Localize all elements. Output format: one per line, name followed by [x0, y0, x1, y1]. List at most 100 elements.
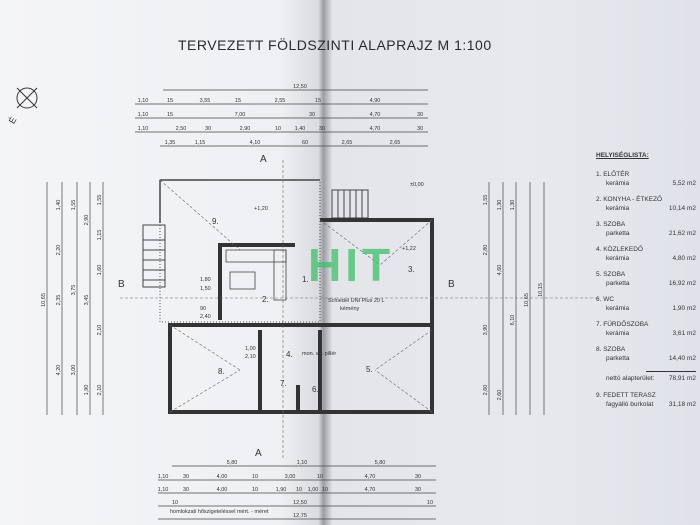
dimension-label: 4,00 [217, 487, 228, 493]
dimension-label: 2,90 [84, 215, 90, 226]
dimension-label: 1,30 [497, 200, 503, 211]
room-floor: kerámia [606, 330, 630, 337]
chimney-label: kémény [340, 306, 360, 312]
dimension-label: 10 [252, 487, 258, 493]
dimension-label: 3,90 [483, 325, 489, 336]
room-area: 21,62 m2 [668, 230, 696, 237]
dimension-label: 12,50 [293, 500, 307, 506]
dimension-label: 30 [417, 112, 423, 118]
dimension-label: 10 [252, 474, 258, 480]
dimension-label: 1,35 [165, 140, 176, 146]
watermark-logo: HIT [308, 239, 395, 291]
north-label: É [7, 115, 19, 125]
window-label-2: 2,40 [200, 314, 211, 320]
room-list-heading: HELYISÉGLISTA: [596, 152, 649, 159]
section-a-bottom: A [255, 448, 262, 459]
dimension-label: 30 [415, 474, 421, 480]
dimension-label: 30 [183, 487, 189, 493]
pillar-label: mon. vb. pillér [302, 351, 336, 357]
dimension-label: 2,50 [176, 126, 187, 132]
opening-label-2: 1,50 [200, 286, 211, 292]
window-label: 90 [200, 306, 206, 312]
room-area: 31,18 m2 [668, 401, 696, 408]
dimension-label: 30 [415, 487, 421, 493]
dimension-label: 4,70 [370, 112, 381, 118]
dimension-label: 15 [235, 98, 241, 104]
dimension-label: 4,70 [365, 487, 376, 493]
room-number-2: 2. [262, 295, 269, 304]
drawing-title: TERVEZETT FÖLDSZINTI ALAPRAJZ M 1:100 [178, 37, 492, 53]
dimension-label: 4,20 [56, 365, 62, 376]
roof-lines [120, 160, 600, 460]
dimension-label: 30 [309, 112, 315, 118]
room-name: 3. SZOBA [596, 221, 626, 228]
dimension-label: 2,65 [342, 140, 353, 146]
room-name: 8. SZOBA [596, 346, 626, 353]
dimension-label: 2,10 [97, 325, 103, 336]
dimension-label: 10,65 [524, 293, 530, 307]
total-area: 78,91 m2 [668, 375, 696, 382]
dimension-label: 1,10 [158, 487, 169, 493]
dimension-label: 30 [319, 126, 325, 132]
dimension-label: 4,90 [370, 98, 381, 104]
room-floor: parketta [606, 230, 630, 237]
room-floor: parketta [606, 280, 630, 287]
dimension-label: 1,90 [276, 487, 287, 493]
room-list-item: 4. KÖZLEKEDŐ kerámia 4,80 m2 [596, 246, 696, 262]
opening-label: 1,80 [200, 277, 211, 283]
dimension-label: 4,10 [250, 140, 261, 146]
room-name: 4. KÖZLEKEDŐ [596, 246, 643, 253]
dimension-label: 2,60 [483, 385, 489, 396]
kitchen-furniture [225, 249, 287, 301]
dimension-label: 1,40 [295, 126, 306, 132]
room-floor: fagyálló burkolat [606, 401, 654, 408]
dimension-label: 3,00 [71, 365, 77, 376]
room-name: 5. SZOBA [596, 271, 626, 278]
room-number-4: 4. [286, 350, 293, 359]
room-floor: kerámia [606, 180, 630, 187]
dimension-label: 15 [167, 98, 173, 104]
dimension-label: 6,10 [510, 315, 516, 326]
north-arrow-icon: É [7, 87, 38, 125]
room-name: 7. FÜRDŐSZOBA [596, 321, 649, 328]
dimension-label: 2,20 [56, 245, 62, 256]
door-label: 1,00 [245, 346, 256, 352]
room-name: 9. FEDETT TERASZ [596, 392, 656, 399]
room-number-8: 8. [218, 367, 225, 376]
room-name: 2. KONYHA - ÉTKEZŐ [596, 196, 663, 203]
dimension-label: 2,10 [97, 385, 103, 396]
dimension-label: 5,80 [375, 460, 386, 466]
room-floor: kerámia [606, 255, 630, 262]
room-floor: kerámia [606, 305, 630, 312]
dimension-label: 10,65 [41, 293, 47, 307]
room-number-5: 5. [366, 365, 373, 374]
dimension-label: 30 [205, 126, 211, 132]
dimension-label: 2,90 [240, 126, 251, 132]
dimension-label: 1,10 [138, 112, 149, 118]
dimension-label: 10 [322, 487, 328, 493]
dimension-label: 10 [317, 474, 323, 480]
walls [168, 218, 434, 414]
dimension-label: 1,55 [483, 195, 489, 206]
dimension-label: 30 [417, 126, 423, 132]
level-interior: +1,22 [402, 246, 416, 252]
room-number-7: 7. [280, 379, 287, 388]
dimension-label: 12,75 [293, 513, 307, 519]
dimension-label: 1,15 [97, 230, 103, 241]
section-b-left: B [118, 279, 125, 290]
room-list-item: 3. SZOBA parketta 21,62 m2 [596, 221, 696, 237]
section-b-right: B [448, 279, 455, 290]
dimension-label: 1,40 [56, 200, 62, 211]
dimension-label: 2,80 [483, 245, 489, 256]
dimension-label: 2,55 [275, 98, 286, 104]
dimension-label: 1,10 [138, 98, 149, 104]
room-number-1: 1. [302, 275, 309, 284]
room-area: 4,80 m2 [672, 255, 697, 262]
room-area: 1,90 m2 [672, 305, 697, 312]
room-area: 3,61 m2 [672, 330, 697, 337]
